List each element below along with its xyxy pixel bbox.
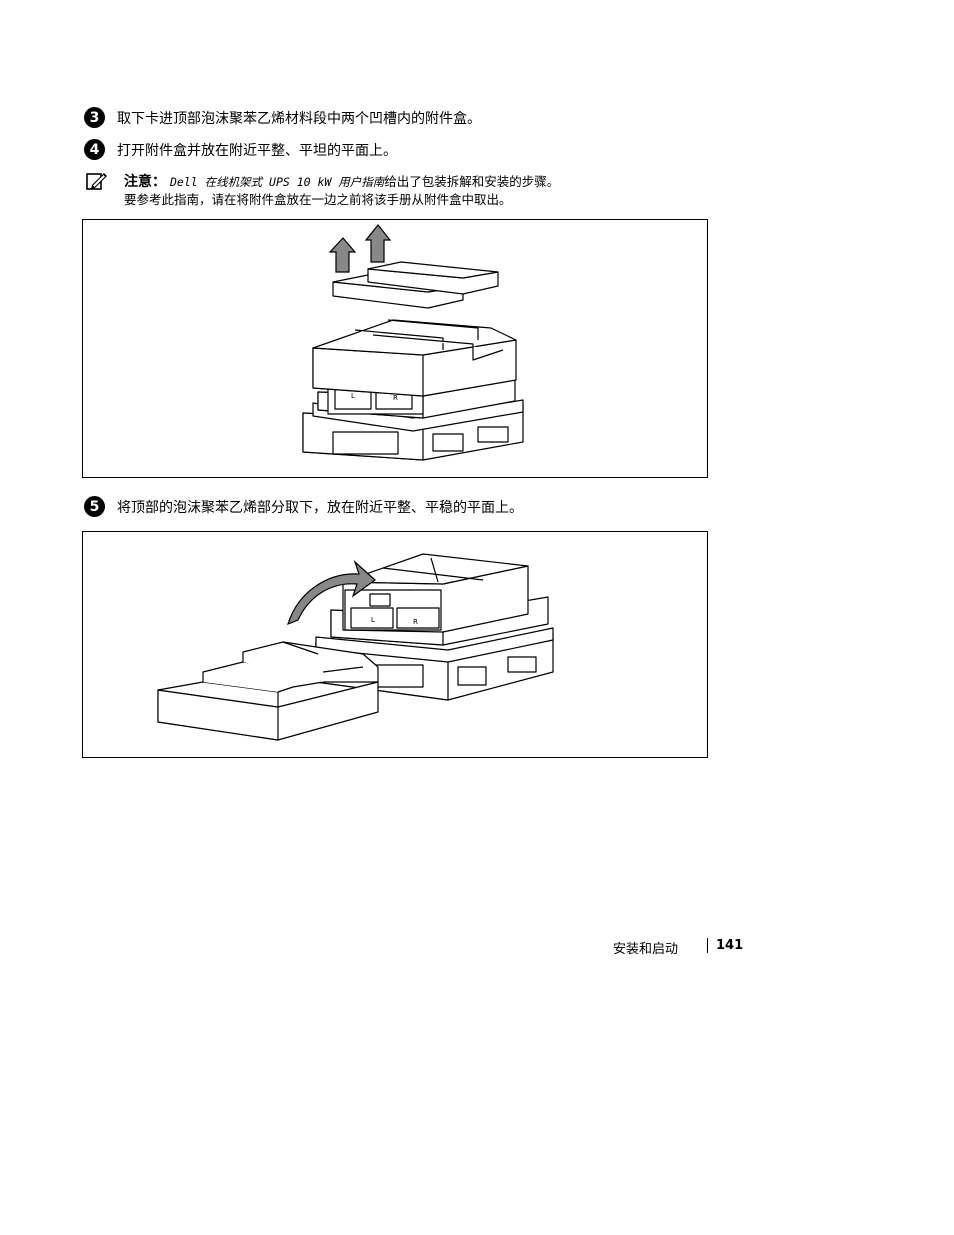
unit-label-right: R [393, 394, 398, 402]
step-4: 4 打开附件盒并放在附近平整、平坦的平面上。 [84, 139, 397, 160]
footer-divider [707, 938, 708, 953]
unit-label-left: L [371, 616, 375, 624]
step-number-badge: 4 [84, 139, 105, 160]
step-5: 5 将顶部的泡沫聚苯乙烯部分取下，放在附近平整、平稳的平面上。 [84, 496, 523, 517]
footer-section-title: 安装和启动 [613, 942, 679, 957]
illustration-accessory-boxes: L R [302, 224, 524, 461]
step-number-badge: 5 [84, 496, 105, 517]
note-doc-title: Dell 在线机架式 UPS 10 kW 用户指南 [169, 175, 385, 189]
note-pencil-icon [86, 173, 107, 190]
illustration-top-foam-removal: L R [157, 553, 554, 741]
note-line-2: 要参考此指南，请在将附件盒放在一边之前将该手册从附件盒中取出。 [124, 192, 512, 207]
step-number-badge: 3 [84, 107, 105, 128]
unit-label-right: R [413, 618, 418, 626]
unit-label-left: L [351, 392, 355, 400]
note-label: 注意： [124, 174, 166, 190]
figure-remove-top-foam: L R [82, 531, 708, 758]
page-number: 141 [716, 938, 744, 953]
figure-remove-accessory-boxes: L R [82, 219, 708, 478]
step-text: 将顶部的泡沫聚苯乙烯部分取下，放在附近平整、平稳的平面上。 [117, 499, 523, 516]
step-text: 打开附件盒并放在附近平整、平坦的平面上。 [117, 142, 397, 159]
note-text: 给出了包装拆解和安装的步骤。 [384, 174, 560, 189]
step-3: 3 取下卡进顶部泡沫聚苯乙烯材料段中两个凹槽内的附件盒。 [84, 107, 481, 128]
note-line-1: 注意： Dell 在线机架式 UPS 10 kW 用户指南给出了包装拆解和安装的… [124, 171, 559, 191]
step-text: 取下卡进顶部泡沫聚苯乙烯材料段中两个凹槽内的附件盒。 [117, 110, 481, 127]
